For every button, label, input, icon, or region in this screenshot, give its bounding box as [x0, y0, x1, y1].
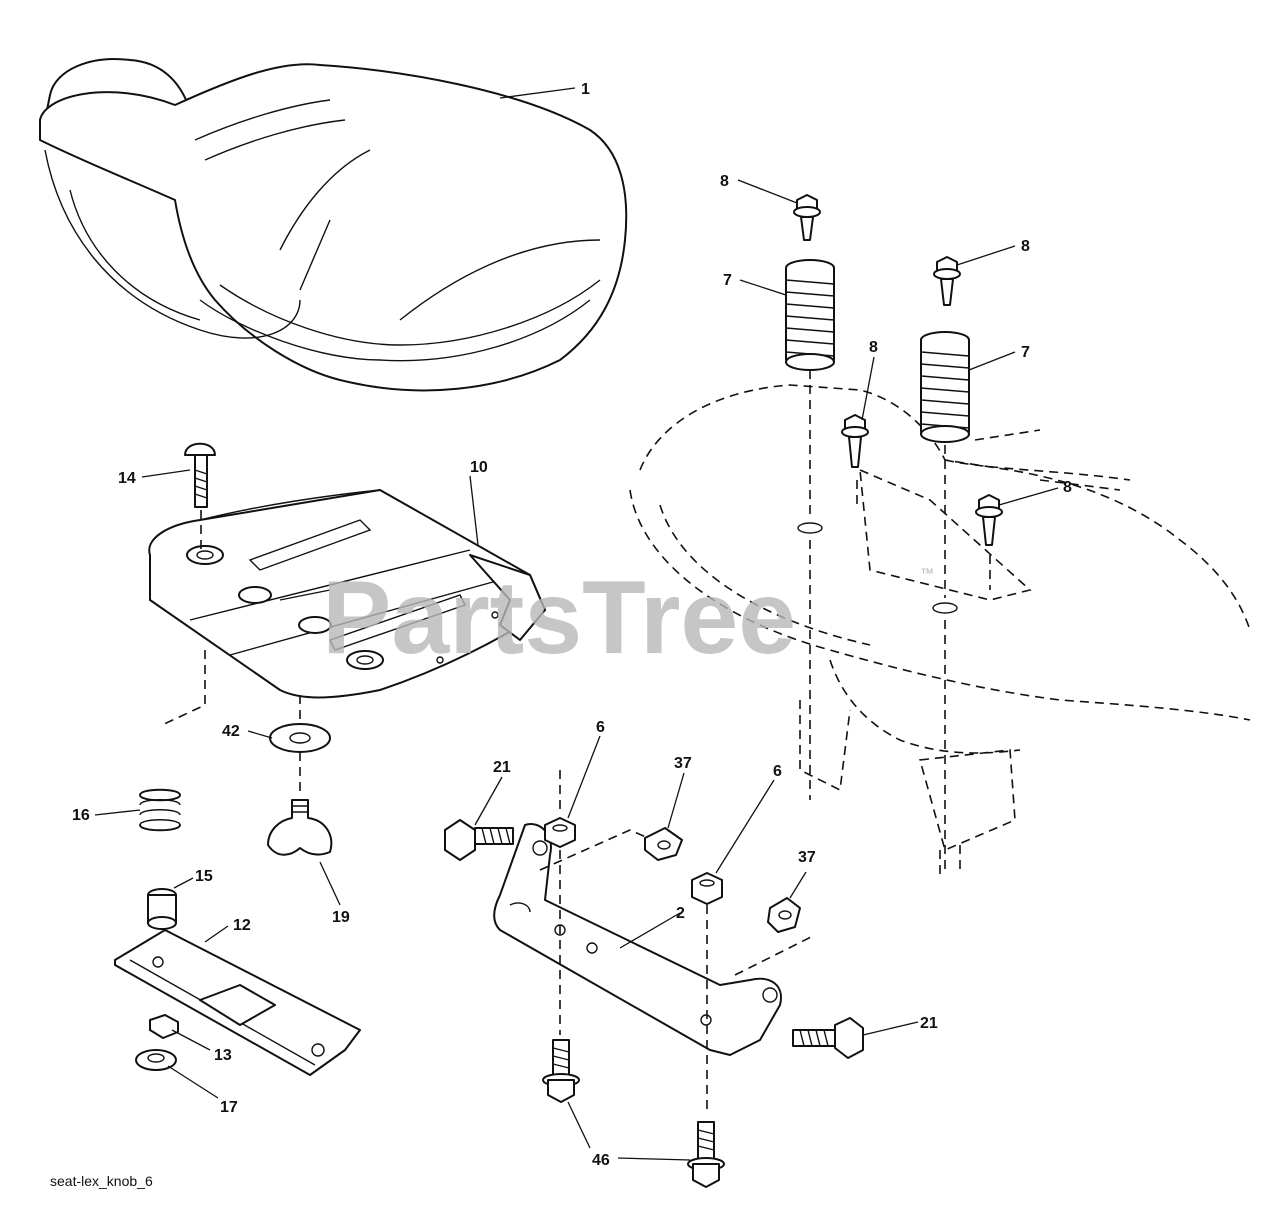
callout-6[interactable]: 6 [596, 719, 605, 736]
slide-plate[interactable] [114, 929, 361, 1076]
callout-6[interactable]: 6 [773, 763, 782, 780]
callout-42[interactable]: 42 [222, 723, 240, 740]
callout-16[interactable]: 16 [72, 807, 90, 824]
carriage-bolt[interactable] [184, 442, 216, 508]
callout-7[interactable]: 7 [723, 272, 732, 289]
callout-37[interactable]: 37 [674, 755, 692, 772]
watermark-logo: PartsTree [322, 560, 796, 676]
hex-nut[interactable] [544, 817, 576, 848]
seat-pan[interactable] [148, 489, 546, 699]
shoulder-bolt[interactable] [792, 1017, 864, 1059]
diagram-caption: seat-lex_knob_6 [50, 1173, 153, 1189]
coil-spring[interactable] [785, 259, 835, 371]
coil-spring[interactable] [920, 331, 970, 443]
callout-37[interactable]: 37 [798, 849, 816, 866]
watermark-trademark: ™ [920, 565, 934, 581]
callout-15[interactable]: 15 [195, 868, 213, 885]
spacer-nut[interactable] [767, 897, 801, 933]
hex-bolt[interactable] [793, 194, 821, 241]
callout-21[interactable]: 21 [493, 759, 511, 776]
washer[interactable] [269, 723, 331, 753]
callout-19[interactable]: 19 [332, 909, 350, 926]
callout-46[interactable]: 46 [592, 1152, 610, 1169]
flange-nut[interactable] [135, 1049, 177, 1071]
seat-spring[interactable] [139, 788, 181, 832]
callout-10[interactable]: 10 [470, 459, 488, 476]
shoulder-bolt[interactable] [444, 819, 514, 861]
callout-1[interactable]: 1 [581, 81, 590, 98]
hex-bolt[interactable] [933, 256, 961, 306]
seat[interactable] [39, 58, 628, 392]
callout-21[interactable]: 21 [920, 1015, 938, 1032]
seat-knob[interactable] [267, 799, 333, 856]
callout-2[interactable]: 2 [676, 905, 685, 922]
flange-bolt[interactable] [542, 1039, 580, 1103]
callout-8[interactable]: 8 [720, 173, 729, 190]
callout-12[interactable]: 12 [233, 917, 251, 934]
callout-17[interactable]: 17 [220, 1099, 238, 1116]
nut[interactable] [149, 1014, 179, 1039]
hex-nut[interactable] [691, 872, 723, 905]
callout-14[interactable]: 14 [118, 470, 136, 487]
callout-7[interactable]: 7 [1021, 344, 1030, 361]
hex-bolt[interactable] [975, 494, 1003, 546]
callout-8[interactable]: 8 [869, 339, 878, 356]
callout-13[interactable]: 13 [214, 1047, 232, 1064]
hex-bolt[interactable] [841, 414, 869, 468]
callout-8[interactable]: 8 [1063, 479, 1072, 496]
leader-lines [94, 87, 1059, 1161]
flange-bolt[interactable] [687, 1121, 725, 1188]
spacer-nut[interactable] [644, 827, 683, 861]
pivot-bracket[interactable] [493, 823, 782, 1056]
callout-8[interactable]: 8 [1021, 238, 1030, 255]
bushing[interactable] [147, 888, 177, 930]
